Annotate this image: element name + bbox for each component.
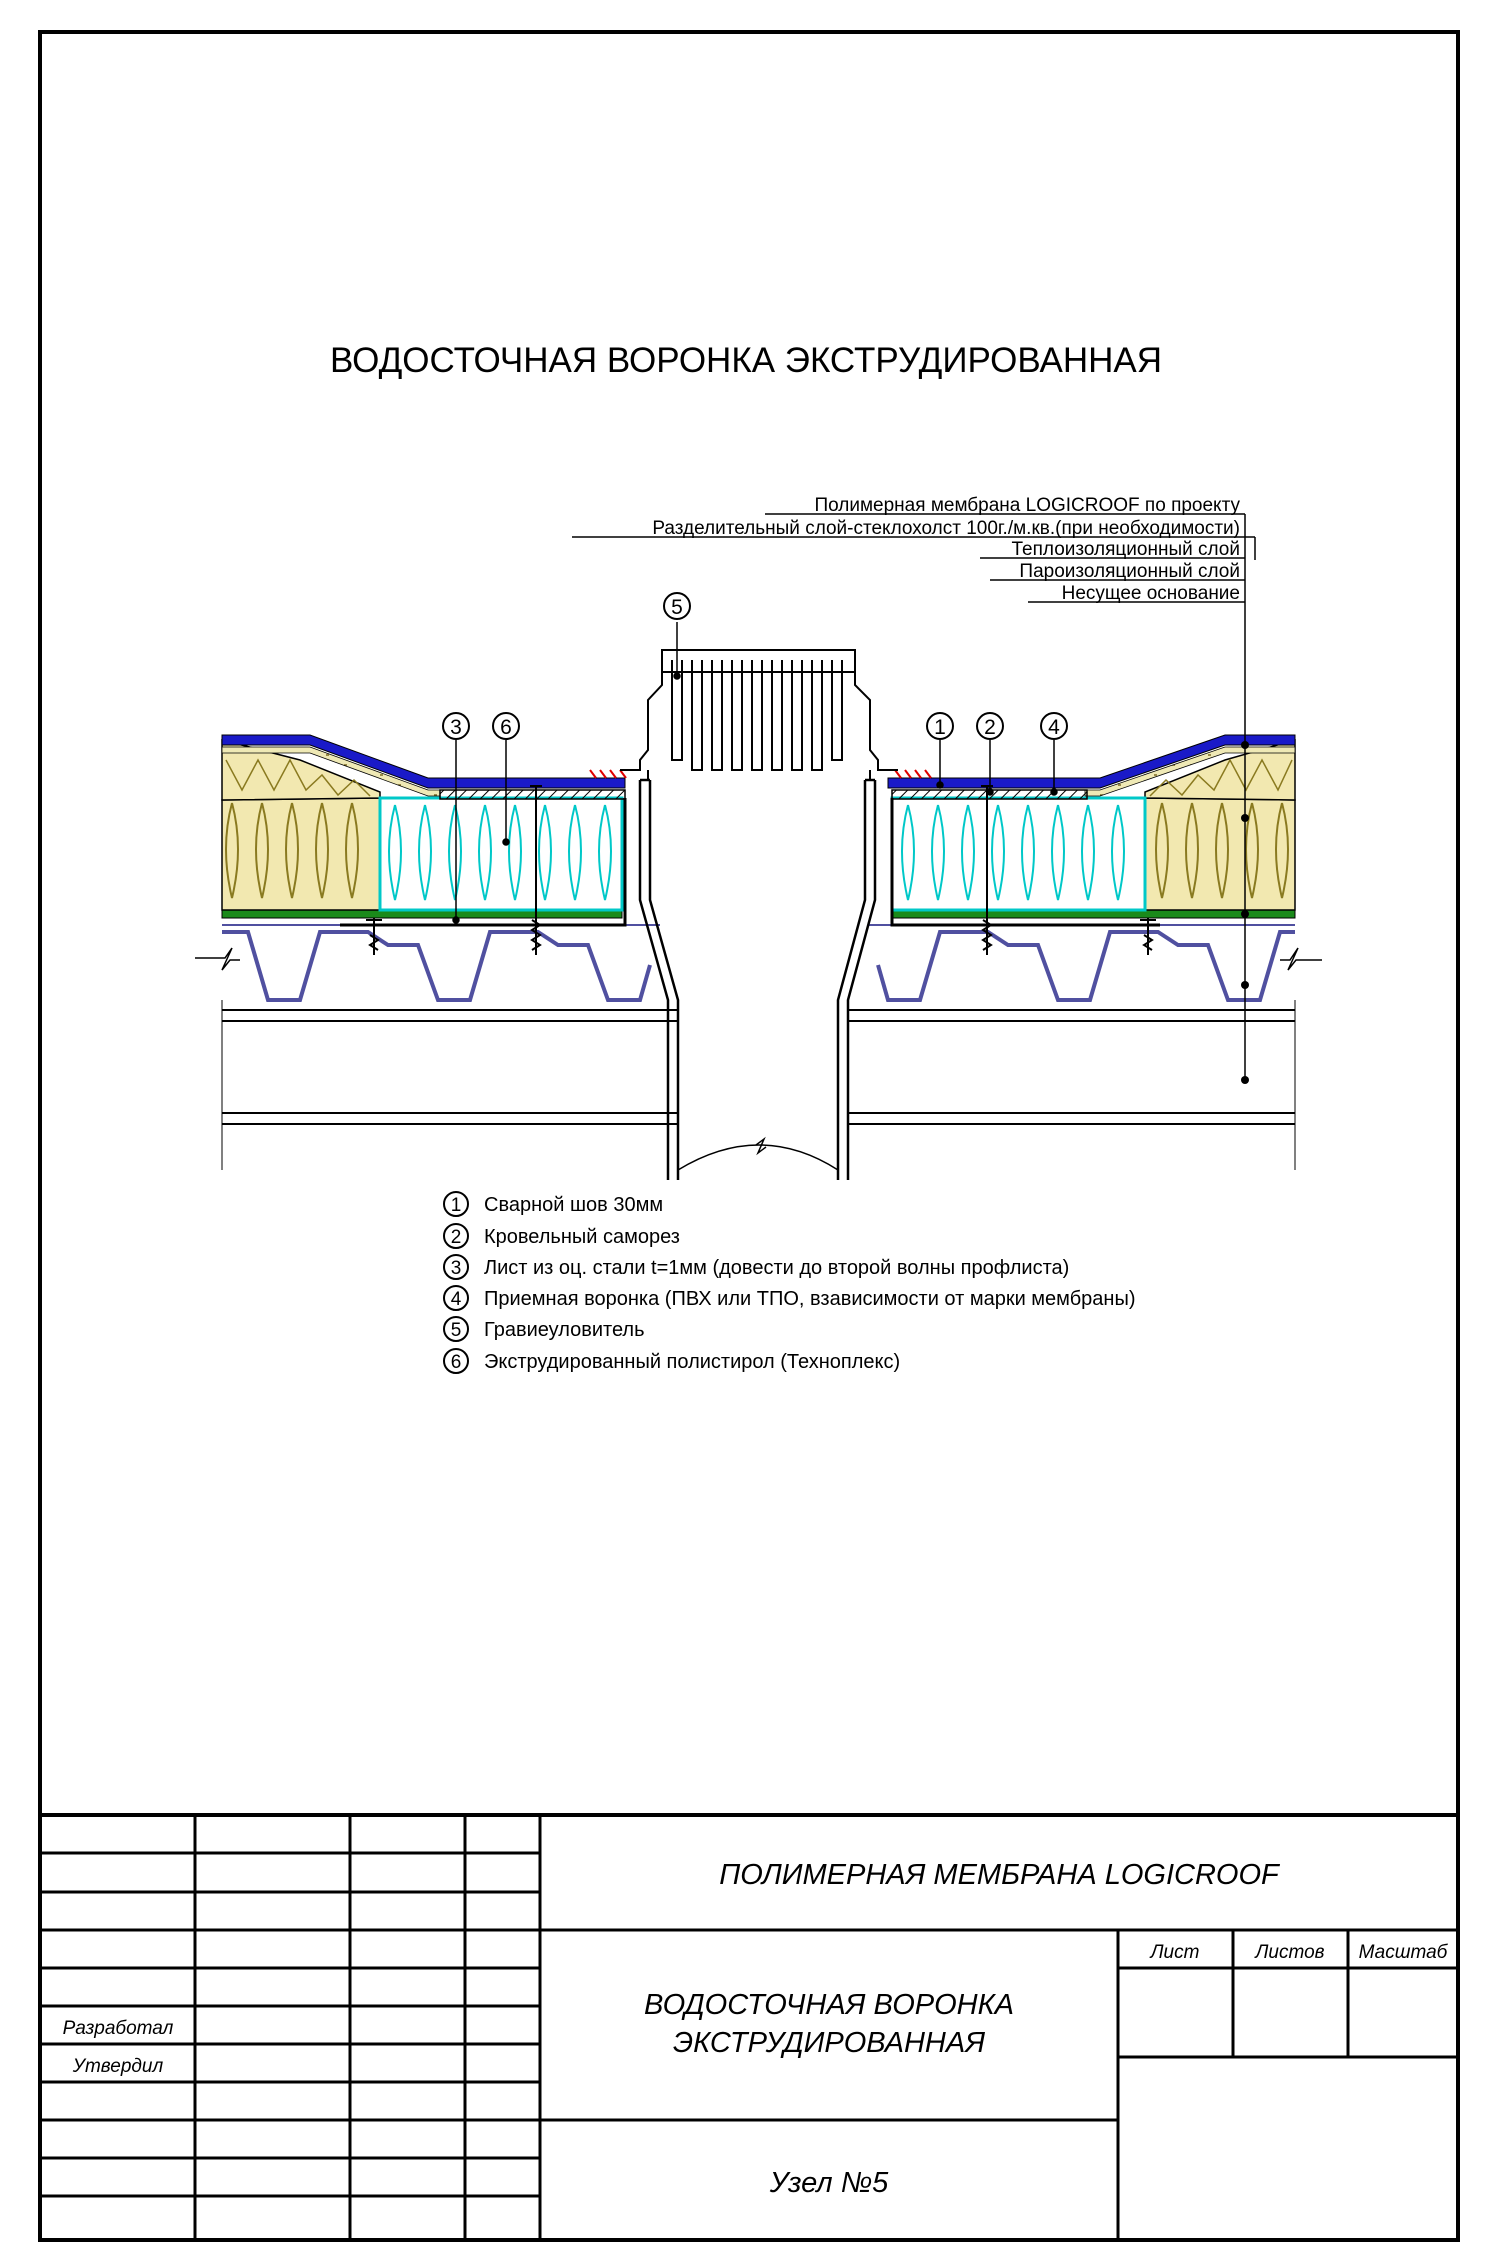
stamp-scale-label: Масштаб bbox=[1359, 1942, 1449, 1963]
layer-label-membrane: Полимерная мембрана LOGICROOF по проекту bbox=[814, 495, 1240, 516]
svg-text:5: 5 bbox=[451, 1320, 462, 1341]
polymer-membrane bbox=[221, 734, 1296, 797]
callout-5: 5 bbox=[671, 596, 683, 619]
legend: 1 Сварной шов 30мм 2 Кровельный саморез … bbox=[443, 1191, 1135, 1374]
roof-section: 3 6 5 1 2 4 bbox=[195, 592, 1322, 1180]
legend-text: Сварной шов 30мм bbox=[484, 1194, 663, 1216]
xps-insulation-right bbox=[890, 796, 1147, 912]
legend-text: Приемная воронка (ПВХ или ТПО, взависимо… bbox=[484, 1288, 1135, 1310]
callout-leaders bbox=[452, 622, 1058, 924]
stamp-sheet-label: Лист bbox=[1149, 1942, 1200, 1963]
callout-4: 4 bbox=[1048, 716, 1060, 739]
callout-1: 1 bbox=[934, 716, 946, 739]
stamp-sheets-label: Листов bbox=[1253, 1942, 1324, 1963]
layer-labels: Полимерная мембрана LOGICROOF по проекту… bbox=[572, 495, 1256, 1084]
thermal-insulation-left bbox=[221, 739, 381, 911]
legend-item: 2 Кровельный саморез bbox=[443, 1223, 680, 1249]
svg-text:2: 2 bbox=[451, 1227, 462, 1248]
stamp-node-number: Узел №5 bbox=[769, 2167, 889, 2199]
title-block bbox=[40, 1813, 1458, 2240]
stamp-approved-label: Утвердил bbox=[72, 2056, 164, 2077]
legend-item: 3 Лист из оц. стали t=1мм (довести до вт… bbox=[443, 1254, 1069, 1280]
callout-6: 6 bbox=[500, 716, 512, 739]
callout-marker: 3 6 5 1 2 4 bbox=[442, 592, 1068, 740]
stamp-drawing-title-line2: ЭКСТРУДИРОВАННАЯ bbox=[673, 2027, 985, 2059]
legend-text: Лист из оц. стали t=1мм (довести до втор… bbox=[484, 1257, 1069, 1279]
weld-seam bbox=[589, 769, 932, 779]
layer-label-base: Несущее основание bbox=[1062, 583, 1240, 604]
stamp-drawing-title-line1: ВОДОСТОЧНАЯ ВОРОНКА bbox=[644, 1989, 1014, 2021]
legend-text: Кровельный саморез bbox=[484, 1226, 680, 1248]
break-line bbox=[195, 947, 1322, 971]
legend-item: 1 Сварной шов 30мм bbox=[443, 1191, 663, 1217]
layer-label-vapor: Пароизоляционный слой bbox=[1019, 561, 1240, 582]
support-beam bbox=[221, 1000, 1296, 1170]
layer-label-thermal: Теплоизоляционный слой bbox=[1012, 539, 1240, 560]
xps-insulation-left bbox=[378, 796, 624, 912]
svg-text:6: 6 bbox=[451, 1352, 462, 1373]
svg-text:1: 1 bbox=[451, 1195, 462, 1216]
legend-item: 6 Экструдированный полистирол (Техноплек… bbox=[443, 1348, 900, 1374]
callout-2: 2 bbox=[984, 716, 996, 739]
legend-item: 5 Гравиеуловитель bbox=[443, 1316, 645, 1342]
legend-item: 4 Приемная воронка (ПВХ или ТПО, взависи… bbox=[443, 1285, 1135, 1311]
galvanized-steel-sheet bbox=[340, 798, 1160, 927]
roofing-screw bbox=[366, 785, 1156, 955]
svg-text:3: 3 bbox=[451, 1258, 462, 1279]
legend-text: Гравиеуловитель bbox=[484, 1319, 645, 1341]
stamp-developed-label: Разработал bbox=[63, 2018, 174, 2039]
sheet-frame bbox=[38, 30, 1460, 2242]
gravel-guard bbox=[620, 649, 898, 780]
stamp-project-name: ПОЛИМЕРНАЯ МЕМБРАНА LOGICROOF bbox=[719, 1859, 1281, 1891]
profiled-deck bbox=[222, 924, 1295, 1002]
svg-text:4: 4 bbox=[451, 1289, 462, 1310]
thermal-insulation-right bbox=[1144, 739, 1296, 911]
legend-text: Экструдированный полистирол (Техноплекс) bbox=[484, 1351, 900, 1373]
callout-3: 3 bbox=[450, 716, 462, 739]
receiving-funnel bbox=[638, 778, 877, 1180]
page-title: ВОДОСТОЧНАЯ ВОРОНКА ЭКСТРУДИРОВАННАЯ bbox=[330, 341, 1162, 380]
layer-label-separation: Разделительный слой-стеклохолст 100г./м.… bbox=[652, 518, 1240, 539]
